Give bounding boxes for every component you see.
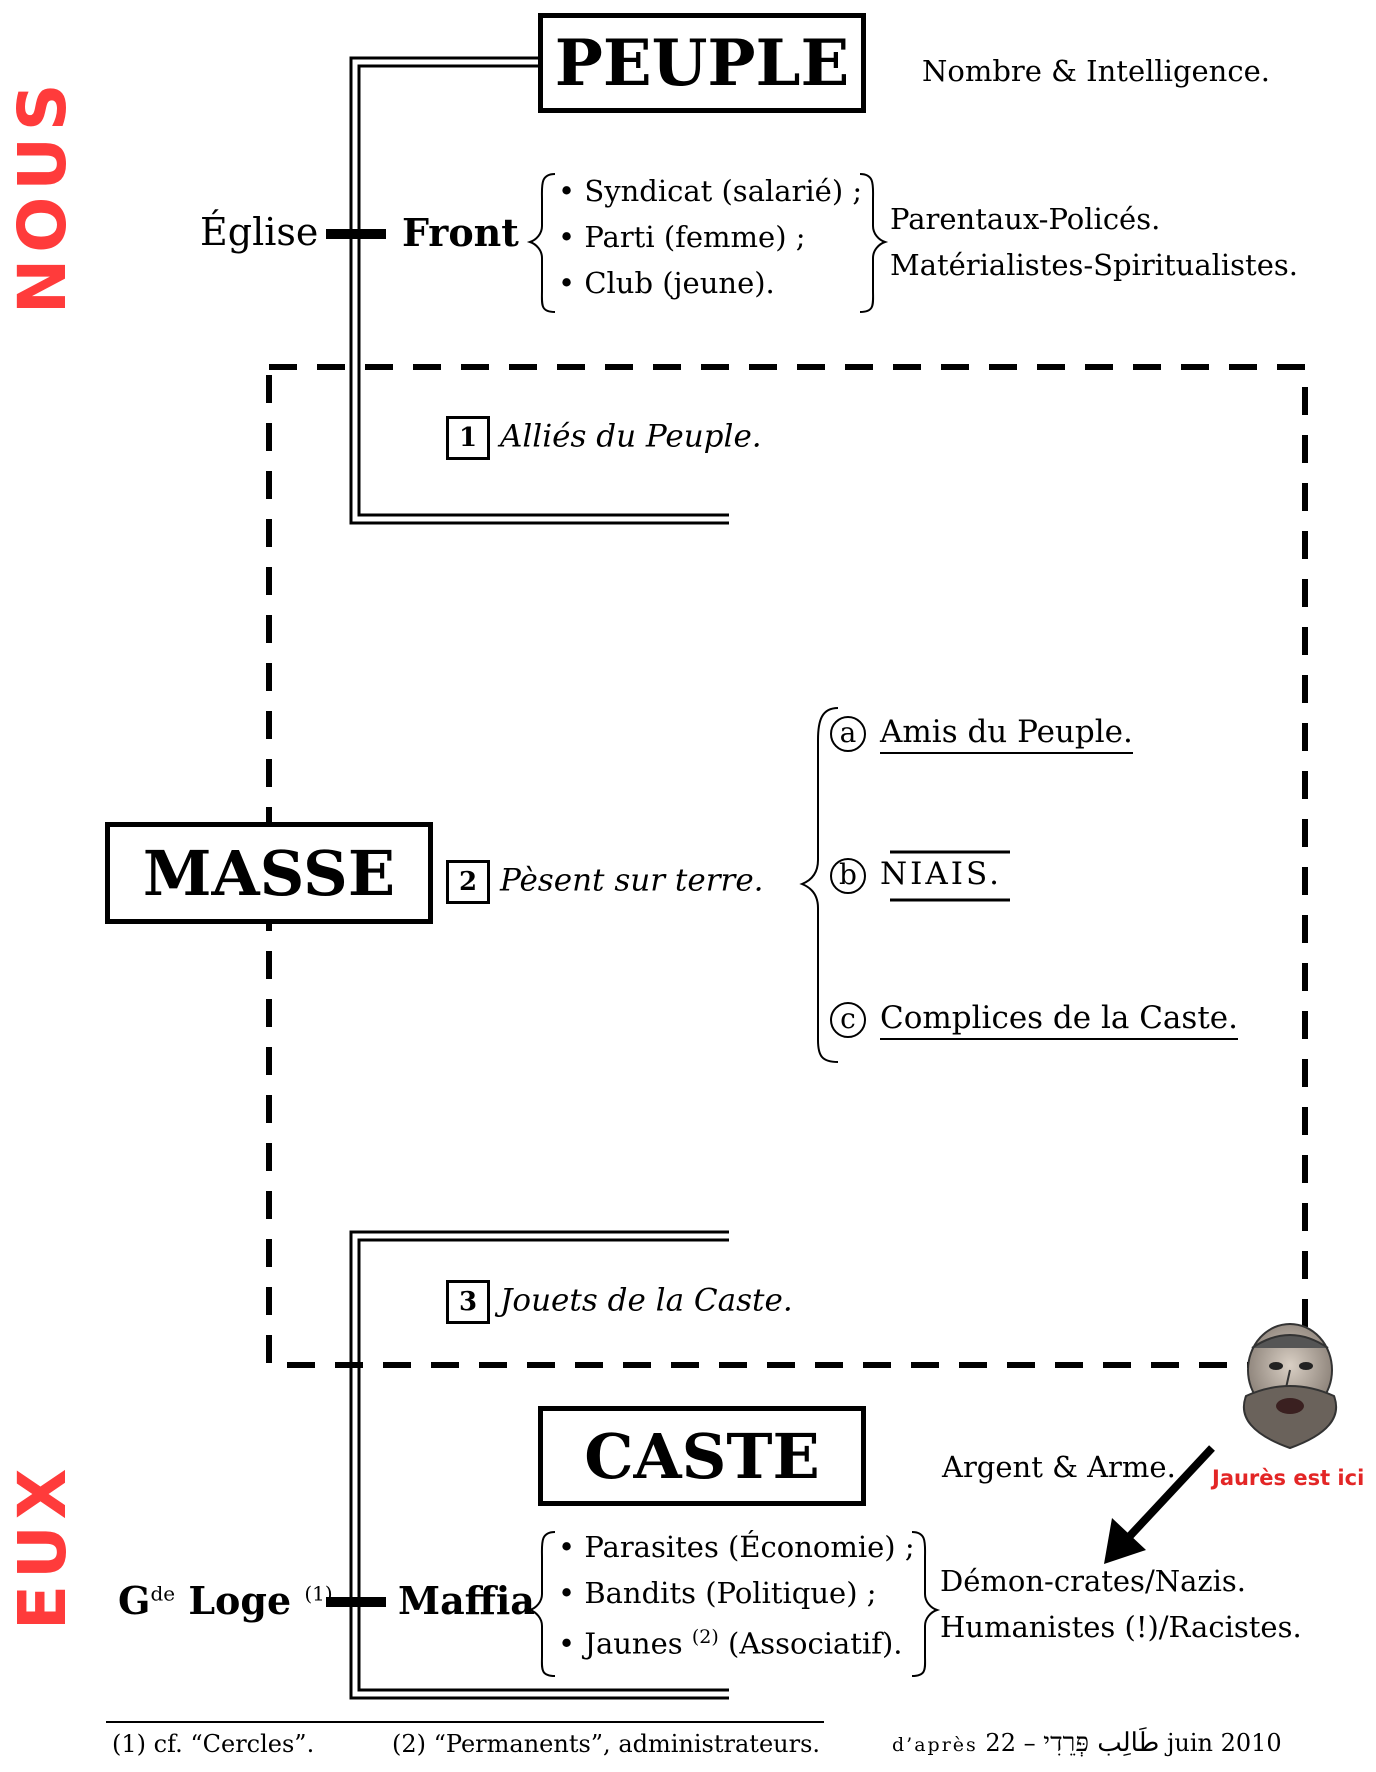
peuple-trait-2: Matérialistes-Spiritualistes.: [890, 248, 1298, 282]
front-label: Front: [402, 210, 519, 255]
masse-item-1-text: Alliés du Peuple.: [500, 418, 762, 455]
masse-sub-item-c-text: Complices de la Caste.: [880, 1000, 1238, 1040]
caste-title-box: CASTE: [538, 1406, 866, 1506]
maffia-group-3-note: (2): [691, 1626, 719, 1648]
maffia-label: Maffia: [398, 1578, 535, 1623]
maffia-group-3-tail: (Associatif).: [728, 1626, 903, 1661]
front-right-brace: [859, 173, 889, 313]
masse-item-2: 2 Pèsent sur terre.: [446, 860, 764, 904]
portrait-label: Jaurès est ici: [1212, 1466, 1365, 1490]
jaures-portrait: [1242, 1323, 1338, 1450]
masse-item-1: 1 Alliés du Peuple.: [446, 416, 762, 460]
loge-note: (1): [304, 1581, 333, 1606]
footnote-2: (2) “Permanents”, administrateurs.: [392, 1730, 821, 1758]
sub-letter-a: a: [830, 715, 866, 752]
masse-sub-item-c: c Complices de la Caste.: [830, 1000, 1238, 1040]
caste-trait-1: Démon-crates/Nazis.: [940, 1564, 1247, 1598]
maffia-group-3-text: • Jaunes: [558, 1626, 683, 1661]
peuple-title: PEUPLE: [554, 25, 850, 101]
maffia-group-3: • Jaunes (2) (Associatif).: [558, 1626, 902, 1661]
peuple-trait-1: Parentaux-Policés.: [890, 202, 1161, 236]
credit: d’après طَالِب פְּרֵדִי – 22 juin 2010: [892, 1728, 1282, 1758]
masse-sub-item-b-text: NIAIS.: [880, 856, 1002, 892]
peuple-attribute: Nombre & Intelligence.: [922, 54, 1270, 88]
eglise-text: Église: [200, 210, 319, 254]
front-group-2: • Parti (femme) ;: [558, 220, 806, 254]
sub-letter-c: c: [830, 1001, 866, 1038]
masse-sub-item-a-text: Amis du Peuple.: [880, 714, 1133, 754]
maffia-group-2: • Bandits (Politique) ;: [558, 1576, 877, 1610]
masse-title-box: MASSE: [105, 822, 433, 924]
front-group-3: • Club (jeune).: [558, 266, 775, 300]
loge-label: Gde Loge (1): [118, 1578, 333, 1623]
masse-title: MASSE: [142, 836, 396, 910]
masse-sub-brace: [799, 707, 839, 1063]
masse-item-3-text: Jouets de la Caste.: [500, 1282, 793, 1319]
side-label-nous: NOUS: [4, 77, 81, 314]
maffia-group-1: • Parasites (Économie) ;: [558, 1530, 915, 1564]
loge-prefix: G: [118, 1578, 151, 1623]
caste-attribute: Argent & Arme.: [942, 1450, 1176, 1484]
maffia-left-brace: [526, 1531, 556, 1677]
masse-sub-item-b: b NIAIS.: [830, 856, 1002, 894]
front-left-brace: [526, 173, 556, 313]
maffia-right-brace: [911, 1531, 941, 1677]
credit-prefix: d’après: [892, 1734, 978, 1756]
item-number-1: 1: [446, 416, 490, 460]
item-number-2: 2: [446, 860, 490, 904]
caste-trait-2: Humanistes (!)/Racistes.: [940, 1610, 1302, 1644]
masse-sub-item-a: a Amis du Peuple.: [830, 714, 1133, 754]
loge-sup: de: [150, 1581, 176, 1606]
sub-letter-b: b: [830, 857, 866, 894]
front-group-1: • Syndicat (salarié) ;: [558, 174, 863, 208]
footnote-1: (1) cf. “Cercles”.: [112, 1730, 315, 1758]
item-number-3: 3: [446, 1280, 490, 1324]
peuple-connector: [349, 56, 729, 525]
credit-date: – 22 juin 2010: [985, 1729, 1282, 1757]
credit-name: طَالِب פְּרֵדִי: [1043, 1728, 1160, 1758]
caste-connector: [349, 1230, 729, 1700]
caste-title: CASTE: [584, 1419, 820, 1493]
masse-item-3: 3 Jouets de la Caste.: [446, 1280, 793, 1324]
peuple-title-box: PEUPLE: [538, 13, 866, 113]
eglise-label: Église: [200, 210, 318, 254]
masse-item-2-text: Pèsent sur terre.: [500, 862, 764, 899]
loge-main: Loge: [188, 1578, 292, 1623]
side-label-eux: EUX: [4, 1462, 81, 1630]
arrow: [1104, 1445, 1215, 1564]
